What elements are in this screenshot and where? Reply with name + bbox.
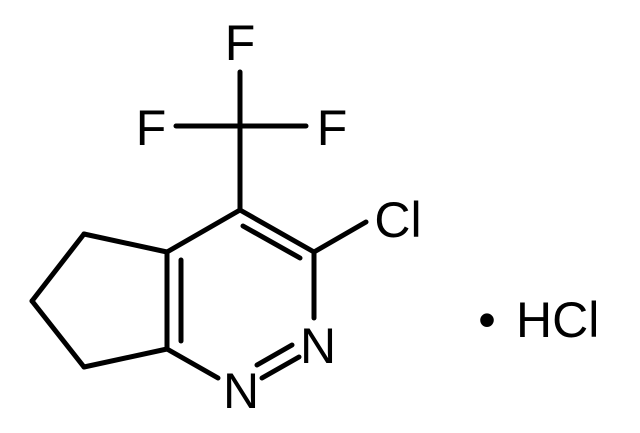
bond-n2-n1 — [259, 354, 302, 381]
bond-c4a-c4 — [164, 207, 243, 255]
atom-label-f-top: F — [225, 15, 256, 71]
bond-n1-c7a — [164, 346, 221, 381]
atom-label-chlorine: Cl — [374, 192, 421, 248]
bond-c6-c7 — [29, 298, 87, 370]
bond-c7-c7a — [81, 346, 170, 370]
atom-label-f-right: F — [317, 100, 348, 156]
atom-label-f-left: F — [136, 100, 167, 156]
bond-c4-c3 — [237, 207, 317, 255]
salt-formula-hcl: HCl — [516, 292, 599, 348]
atom-label-nitrogen-lower: N — [223, 363, 259, 419]
bond-n2-n1-inner — [254, 342, 295, 368]
salt-bullet: • — [478, 292, 496, 348]
atom-label-nitrogen-upper: N — [300, 318, 336, 374]
bond-c4-c3-inner — [240, 223, 303, 261]
bond-c5-c6 — [29, 231, 87, 304]
bond-c3-cl — [311, 219, 369, 255]
bond-c4a-c5 — [81, 231, 170, 255]
